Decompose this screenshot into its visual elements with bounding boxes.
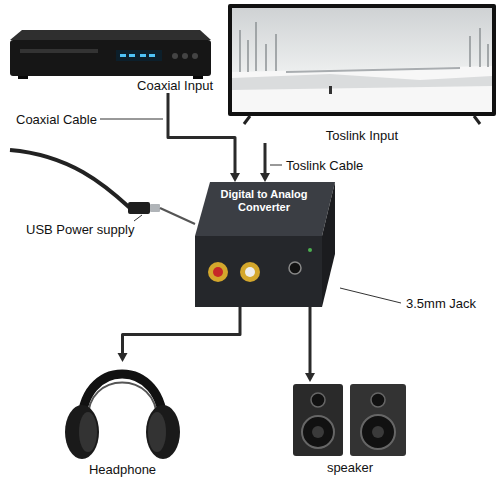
device-node: Toslink Input: [228, 4, 496, 143]
television: [228, 4, 496, 124]
cable-connector: [305, 307, 315, 382]
leader-line: [100, 119, 401, 303]
part-label: 3.5mm Jack: [405, 296, 477, 311]
arrow-head: [230, 173, 240, 182]
device-label: speaker: [292, 460, 408, 475]
part-label: USB Power supply: [25, 222, 135, 237]
cable-connector: [260, 143, 270, 182]
part-label: Toslink Cable: [285, 158, 364, 173]
cable-line: [264, 143, 267, 173]
converter-box: Digital to Analog Converter: [195, 182, 335, 307]
arrow-head: [305, 373, 315, 382]
speaker-pair: [293, 384, 406, 456]
dvd-player: [10, 30, 211, 79]
device-label: Toslink Input: [228, 128, 496, 143]
headphone: [65, 374, 180, 459]
arrow-head: [260, 173, 270, 182]
device-node: Headphone: [60, 362, 185, 477]
cable-connector: [118, 307, 241, 362]
device-title: Digital to Analog Converter: [215, 188, 313, 214]
usb-cable: [10, 150, 195, 224]
cable-line: [168, 93, 235, 173]
device-node: speaker: [292, 382, 408, 475]
cable-line: [309, 307, 312, 373]
cable-line: [123, 307, 241, 353]
device-node: Coaxial Input: [8, 28, 213, 93]
device-label: Coaxial Input: [8, 78, 213, 93]
converter-housing: [195, 182, 335, 307]
cable-connector: [168, 93, 240, 182]
part-label: Coaxial Cable: [15, 112, 98, 127]
arrow-head: [118, 353, 128, 362]
device-label: Headphone: [60, 462, 185, 477]
